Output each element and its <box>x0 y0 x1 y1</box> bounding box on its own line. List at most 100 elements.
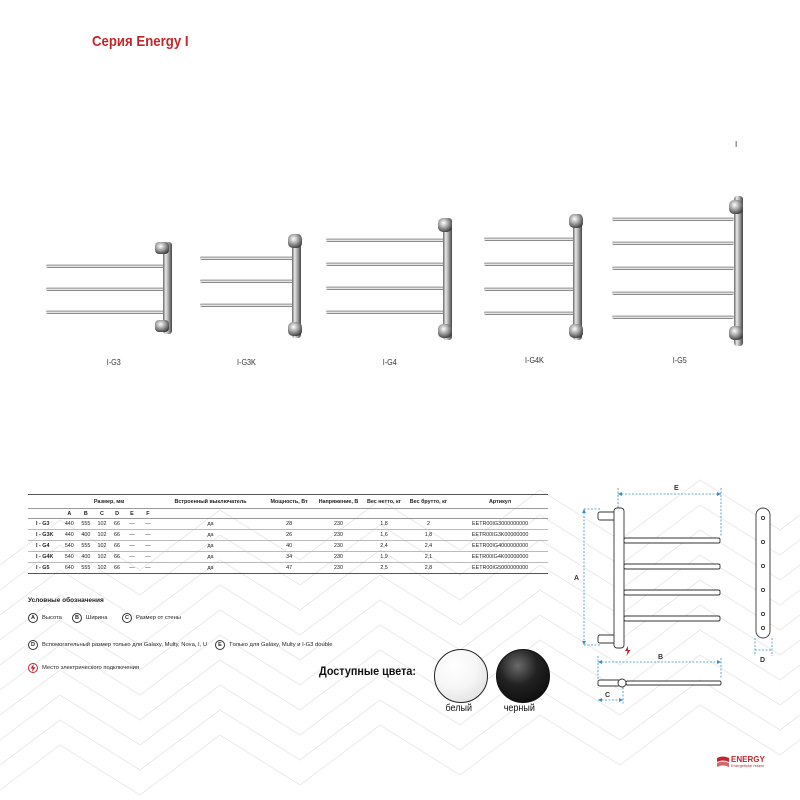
wall-mount <box>569 214 583 228</box>
available-colors-label: Доступные цвета: <box>319 664 417 678</box>
product-image-i-g5 <box>612 196 743 346</box>
brand-flag-icon <box>717 756 729 767</box>
spec-table: Размер, мм Встроенный выключатель Мощнос… <box>28 494 548 574</box>
cell-d: 66 <box>109 518 125 530</box>
legend-text: Место электрического подключения <box>42 665 140 671</box>
cell-f: — <box>139 518 157 530</box>
dim-label-c: C <box>605 692 610 699</box>
model-label: I-G3 <box>106 358 121 367</box>
cell-model: I - G3K <box>28 529 62 541</box>
cell-c: 102 <box>94 540 110 552</box>
dim-label-e: E <box>674 485 679 492</box>
cell-switch: да <box>156 562 265 574</box>
towel-bar <box>46 287 170 291</box>
legend-text: Размер от стены <box>136 615 181 621</box>
cell-b: 555 <box>77 540 95 552</box>
cell-voltage: 230 <box>313 540 364 552</box>
cell-power: 40 <box>264 540 314 552</box>
cell-f: — <box>139 551 157 563</box>
rail-post <box>573 214 582 340</box>
legend-item-e: E Tолько для Galaxy, Multy и I-G3 double <box>215 640 332 650</box>
cell-model: I - G4K <box>28 551 62 563</box>
rail-post <box>292 234 301 338</box>
cell-voltage: 230 <box>313 562 364 574</box>
header-switch: Встроенный выключатель <box>156 494 265 509</box>
cell-d: 66 <box>109 551 125 563</box>
wall-mount <box>288 322 302 336</box>
rail-post <box>163 242 172 334</box>
cell-d: 66 <box>109 529 125 541</box>
cell-d: 66 <box>109 540 125 552</box>
cell-power: 47 <box>264 562 314 574</box>
towel-bar <box>612 241 734 245</box>
color-swatch-black <box>496 649 550 703</box>
towel-bar <box>326 238 448 242</box>
page-marker: I <box>735 140 738 149</box>
legend-key: D <box>28 640 38 650</box>
legend-key: A <box>28 613 38 623</box>
cell-article: EETR00IG4K00000000 <box>452 551 548 563</box>
towel-bar <box>484 287 578 291</box>
product-image-i-g4k <box>484 214 583 340</box>
brand-name: ENERGY <box>731 755 765 764</box>
brand-tagline: Energetické řešení <box>731 763 765 768</box>
cell-e: — <box>124 540 140 552</box>
cell-d: 66 <box>109 562 125 574</box>
cell-article: EETR00IG5000000000 <box>452 562 548 574</box>
rail-post <box>443 218 452 340</box>
towel-bar <box>612 217 734 221</box>
cell-net: 2,5 <box>363 562 405 574</box>
cell-switch: да <box>156 540 265 552</box>
legend-item-c: C Размер от стены <box>122 613 181 623</box>
cell-a: 440 <box>61 529 78 541</box>
model-label: I-G5 <box>672 356 687 365</box>
table-header-row: Размер, мм Встроенный выключатель Мощнос… <box>28 494 548 509</box>
cell-a: 640 <box>61 562 78 574</box>
cell-gross: 2,8 <box>404 562 453 574</box>
towel-bar <box>612 291 734 295</box>
legend-key: E <box>215 640 225 650</box>
cell-f: — <box>139 529 157 541</box>
cell-article: EETR00IG3K00000000 <box>452 529 548 541</box>
cell-b: 400 <box>77 529 95 541</box>
cell-model: I - G5 <box>28 562 62 574</box>
towel-bar <box>200 279 300 283</box>
towel-bar <box>46 264 170 268</box>
towel-bar <box>484 311 578 315</box>
cell-c: 102 <box>94 518 110 530</box>
cell-e: — <box>124 551 140 563</box>
legend-key: C <box>122 613 132 623</box>
color-name-white: белый <box>445 703 472 714</box>
cell-voltage: 230 <box>313 518 364 530</box>
dim-label-b: B <box>658 654 663 661</box>
cell-c: 102 <box>94 529 110 541</box>
dim-header: D <box>109 508 125 519</box>
dim-header: E <box>124 508 140 519</box>
towel-bar <box>200 303 300 307</box>
wall-mount <box>155 320 169 332</box>
product-image-i-g3k <box>200 234 302 338</box>
cell-switch: да <box>156 551 265 563</box>
wall-mount <box>155 242 169 254</box>
cell-model: I - G3 <box>28 518 62 530</box>
header-net-weight: Вес нетто, кг <box>363 494 405 509</box>
wall-mount <box>288 234 302 248</box>
wall-mount <box>729 200 743 214</box>
dim-header: A <box>61 508 78 519</box>
cell-net: 1,8 <box>363 518 405 530</box>
towel-bar <box>612 315 734 319</box>
electric-connection-icon <box>28 663 38 673</box>
model-label: I-G3K <box>237 358 256 367</box>
cell-e: — <box>124 562 140 574</box>
model-label: I-G4K <box>525 356 544 365</box>
towel-bar <box>200 256 300 260</box>
table-subheader-row: A B C D E F <box>28 508 548 519</box>
towel-bar <box>484 237 578 241</box>
cell-a: 540 <box>61 551 78 563</box>
cell-gross: 1,8 <box>404 529 453 541</box>
legend-text: Tолько для Galaxy, Multy и I-G3 double <box>229 642 333 648</box>
wall-mount <box>569 324 583 338</box>
